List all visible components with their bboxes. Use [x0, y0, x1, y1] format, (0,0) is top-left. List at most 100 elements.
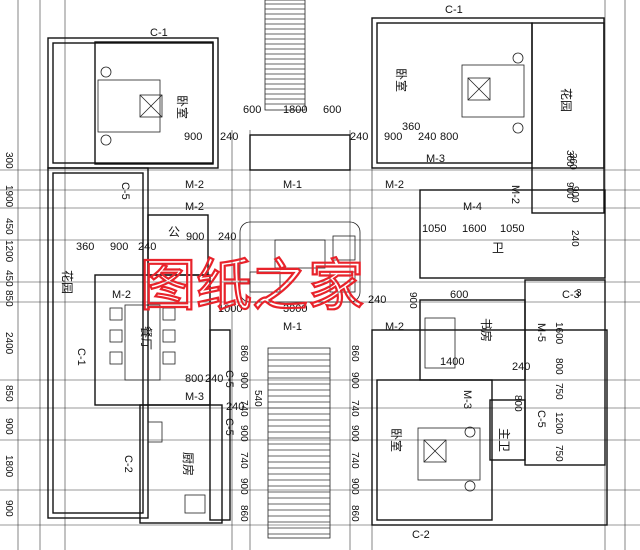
dim-s-860-c: 860 [349, 345, 360, 362]
dim-1800: 1800 [283, 104, 307, 116]
window-labels: C-1 C-1 C-1 C-2 C-2 C-3 C-5 C-5 C-5 C-5 [75, 4, 580, 541]
dim-s-860-b: 860 [238, 505, 249, 522]
label-c2-bottom: C-2 [412, 529, 430, 541]
label-m2-a: M-2 [185, 179, 204, 191]
dim-240-f: 240 [138, 241, 156, 253]
dim-s-860-d: 860 [349, 505, 360, 522]
dim-v-1200-a: 1200 [3, 240, 14, 263]
room-wc-right: 卫 [492, 241, 504, 255]
dim-v-850-a: 850 [3, 290, 14, 307]
dim-s-860-a: 860 [238, 345, 249, 362]
dim-900-f: 900 [407, 292, 418, 309]
dim-s-900-d: 900 [349, 372, 360, 389]
label-m3-a: M-3 [426, 153, 445, 165]
room-bedroom-bottom-right: 卧室 [389, 428, 404, 452]
dimensions-left: 300 1900 450 1200 450 850 2400 850 900 1… [3, 152, 14, 517]
dim-r-1200: 1200 [553, 412, 564, 435]
door-labels: M-1 M-1 M-2 M-2 M-2 M-2 M-2 M-2 M-3 M-3 … [112, 153, 547, 409]
dimensions-mid: 900 240 1050 1600 1050 240 360 900 240 3… [76, 153, 580, 413]
room-labels: 卧室 卧室 卧室 花园 花园 餐厅 厨房 书房 卫 公 主卫 [60, 68, 574, 476]
dim-240-d: 240 [218, 231, 236, 243]
dim-240-i: 240 [512, 361, 530, 373]
dim-360-c: 360 [567, 153, 578, 170]
dim-600-b: 600 [323, 104, 341, 116]
furniture [97, 52, 525, 514]
label-m2-f: M-2 [509, 185, 521, 204]
label-c2-left: C-2 [122, 455, 134, 473]
dim-v-300: 300 [3, 152, 14, 169]
label-c5-c: C-5 [223, 418, 235, 436]
dim-s-740-c: 740 [349, 400, 360, 417]
dim-900-d: 900 [110, 241, 128, 253]
dim-800-b: 800 [185, 373, 203, 385]
label-m2-d: M-2 [112, 289, 131, 301]
room-garden-right: 花园 [559, 88, 574, 112]
dim-r-900: 900 [564, 182, 575, 199]
dim-s-740-a: 740 [238, 400, 249, 417]
dim-r-750-b: 750 [553, 445, 564, 462]
bed-bottom-right [417, 427, 481, 481]
room-wc-bottom-right: 主卫 [497, 428, 511, 452]
label-c3: C-3 [562, 289, 580, 301]
dimensions-stair: 860 900 740 900 740 900 860 860 900 740 … [238, 345, 360, 522]
walls [47, 17, 608, 526]
dim-1050-a: 1050 [422, 223, 446, 235]
dim-v-450-a: 450 [3, 218, 14, 235]
label-c1-left: C-1 [75, 348, 87, 366]
dim-900-a: 900 [184, 131, 202, 143]
dim-r-3: 3 [576, 288, 582, 299]
dim-360-a: 360 [402, 121, 420, 133]
dim-600-a: 600 [243, 104, 261, 116]
dim-900-c: 900 [186, 231, 204, 243]
dim-r-800: 800 [553, 358, 564, 375]
room-bedroom-top-right: 卧室 [394, 68, 409, 92]
stair-bottom [267, 347, 331, 539]
label-c1-top-left: C-1 [150, 27, 168, 39]
dim-s-900-a: 900 [238, 372, 249, 389]
dim-1050-b: 1050 [500, 223, 524, 235]
dim-800: 800 [440, 131, 458, 143]
stair-top [264, 0, 306, 111]
dim-v-2400: 2400 [3, 332, 14, 355]
label-c5-a: C-5 [119, 182, 131, 200]
dimensions-right: 360 900 1600 800 750 1200 750 3 [553, 150, 582, 462]
dining-table [124, 304, 161, 381]
label-m2-b: M-2 [185, 201, 204, 213]
label-m3-b: M-3 [185, 391, 204, 403]
label-m3-c: M-3 [461, 390, 473, 409]
room-bedroom-top-left: 卧室 [175, 95, 190, 119]
dim-360-b: 360 [76, 241, 94, 253]
dim-1400: 1400 [440, 356, 464, 368]
dim-r-750-a: 750 [553, 383, 564, 400]
dim-s-740-b: 740 [238, 452, 249, 469]
dim-240-a: 240 [220, 131, 238, 143]
dim-v-900-b: 900 [3, 500, 14, 517]
dim-240-c: 240 [418, 131, 436, 143]
dim-1000: 1000 [218, 303, 242, 315]
dim-s-900-b: 900 [238, 425, 249, 442]
label-m2-c: M-2 [385, 179, 404, 191]
dim-540: 540 [252, 390, 263, 407]
dim-v-900-a: 900 [3, 418, 14, 435]
dimensions-top: 600 1800 600 900 240 240 900 360 240 800 [184, 104, 458, 143]
dim-800-c: 800 [512, 395, 523, 412]
label-m4: M-4 [463, 201, 482, 213]
label-c5-b: C-5 [223, 370, 235, 388]
dim-3000: 3000 [283, 303, 307, 315]
dim-v-850-b: 850 [3, 385, 14, 402]
dim-240-g: 240 [368, 294, 386, 306]
dim-1600-a: 1600 [462, 223, 486, 235]
label-m1-bottom: M-1 [283, 321, 302, 333]
sofa-set [239, 221, 361, 303]
dim-v-1800: 1800 [3, 455, 14, 478]
dim-240-e: 240 [569, 230, 580, 247]
dim-s-900-c: 900 [238, 478, 249, 495]
dim-s-740-d: 740 [349, 452, 360, 469]
dim-v-1900: 1900 [3, 185, 14, 208]
dim-s-900-f: 900 [349, 478, 360, 495]
dim-240-h: 240 [205, 373, 223, 385]
room-garden-left: 花园 [60, 270, 75, 294]
watermark: 图纸之家 [140, 254, 364, 319]
label-c5-d: C-5 [535, 410, 547, 428]
